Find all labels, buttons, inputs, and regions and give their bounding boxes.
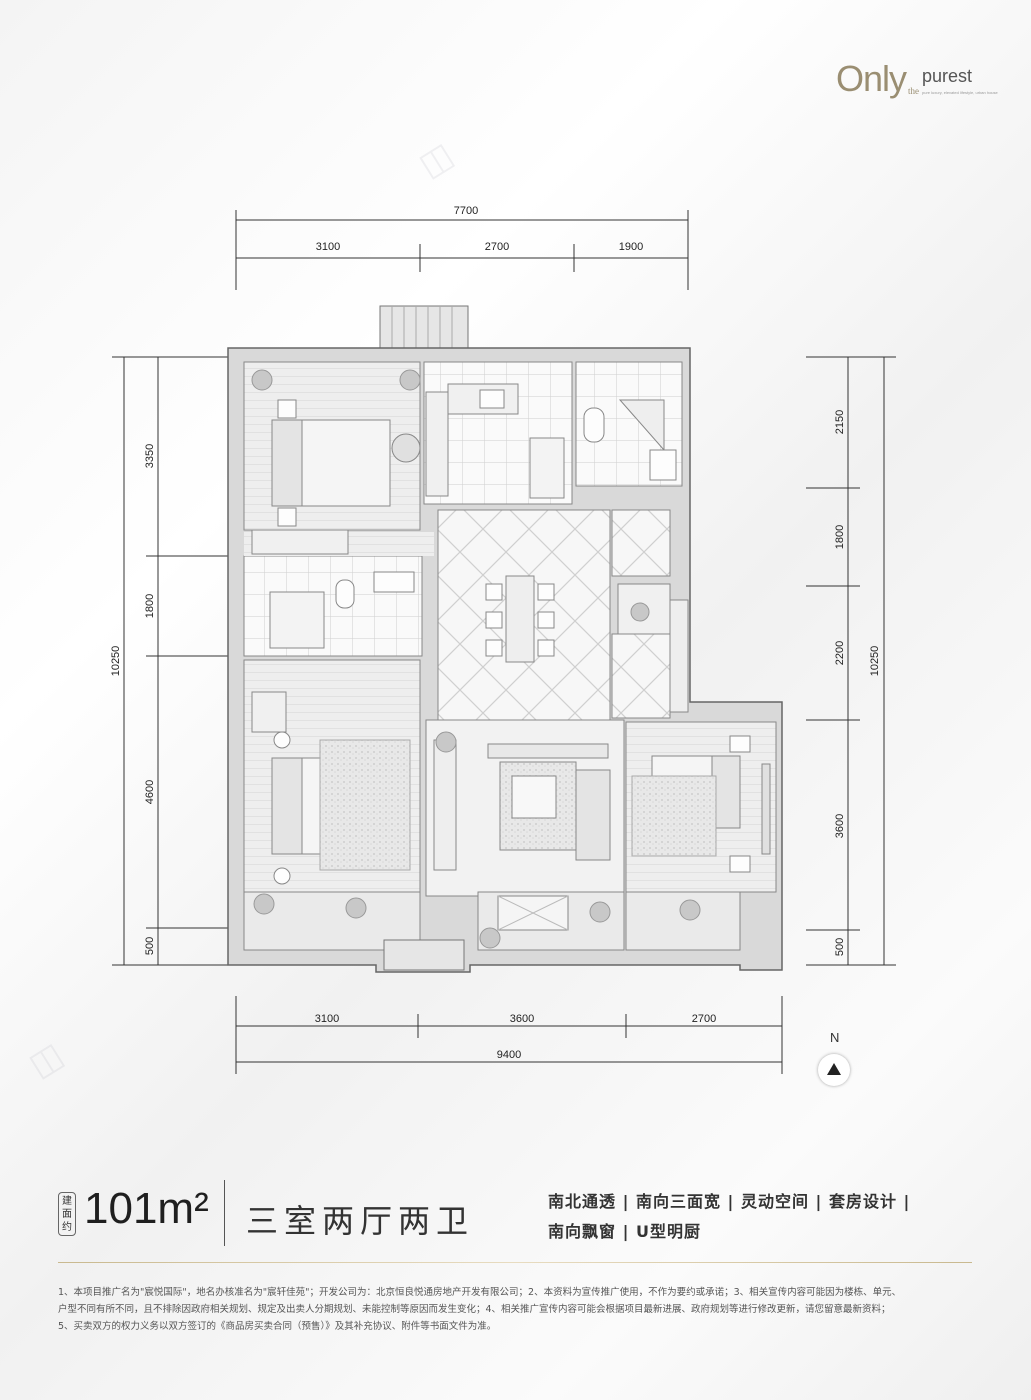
dim-right-total: 10250 bbox=[869, 646, 881, 677]
area-badge: 建面约 bbox=[58, 1192, 76, 1236]
dim-left-1: 3350 bbox=[144, 444, 156, 468]
layout-name: 三室两厅两卫 bbox=[246, 1202, 475, 1240]
dim-top-3: 1900 bbox=[619, 241, 643, 253]
dimension-lines bbox=[112, 210, 896, 1074]
disclaimer: 1、本项目推广名为"宸悦国际"，地名办核准名为"宸轩佳苑"；开发公司为：北京恒良… bbox=[58, 1284, 978, 1335]
disclaimer-line-3: 5、买卖双方的权力义务以双方签订的《商品房买卖合同（预售）》及其补充协议、附件等… bbox=[58, 1321, 497, 1332]
logo-purest: purest bbox=[922, 66, 973, 86]
logo-only: Only bbox=[836, 58, 907, 99]
dimension-labels: 7700 3100 2700 1900 3100 3600 2700 9400 … bbox=[110, 205, 881, 1061]
dim-left-2: 1800 bbox=[144, 594, 156, 618]
brand-logo: Only the purest pure luxury, elevated li… bbox=[836, 58, 998, 118]
dim-left-total: 10250 bbox=[110, 646, 122, 677]
dim-bottom-total: 9400 bbox=[497, 1049, 521, 1061]
logo-the: the bbox=[908, 86, 919, 96]
dim-top-total: 7700 bbox=[454, 205, 478, 217]
dim-bottom-2: 3600 bbox=[510, 1013, 534, 1025]
dim-right-4: 3600 bbox=[834, 814, 846, 838]
dim-top-2: 2700 bbox=[485, 241, 509, 253]
disclaimer-line-1: 1、本项目推广名为"宸悦国际"，地名办核准名为"宸轩佳苑"；开发公司为：北京恒良… bbox=[58, 1287, 902, 1298]
compass-circle bbox=[818, 1054, 850, 1086]
gold-divider bbox=[58, 1262, 972, 1263]
features-line-1: 南北通透 | 南向三面宽 | 灵动空间 | 套房设计 | bbox=[548, 1192, 911, 1211]
logo-tagline: pure luxury, elevated lifestyle, urban h… bbox=[922, 90, 998, 95]
features-line-2: 南向飘窗 | U型明厨 bbox=[548, 1222, 701, 1241]
compass-label: N bbox=[830, 1030, 840, 1045]
dim-bottom-1: 3100 bbox=[315, 1013, 339, 1025]
dim-right-2: 1800 bbox=[834, 525, 846, 549]
dim-left-3: 4600 bbox=[144, 780, 156, 804]
dim-right-1: 2150 bbox=[834, 410, 846, 434]
disclaimer-line-2: 户型不同有所不同，且不排除因政府相关规划、规定及出卖人分期规划、未能控制等原因而… bbox=[58, 1304, 891, 1315]
dim-right-3: 2200 bbox=[834, 641, 846, 665]
dim-right-5: 500 bbox=[834, 938, 846, 956]
area-value: 101m² bbox=[84, 1184, 209, 1233]
dim-left-4: 500 bbox=[144, 937, 156, 955]
plants bbox=[251, 369, 701, 949]
dim-bottom-3: 2700 bbox=[692, 1013, 716, 1025]
furniture bbox=[251, 383, 771, 931]
info-divider bbox=[224, 1180, 225, 1246]
north-arrow-icon bbox=[827, 1063, 841, 1075]
dim-top-1: 3100 bbox=[316, 241, 340, 253]
